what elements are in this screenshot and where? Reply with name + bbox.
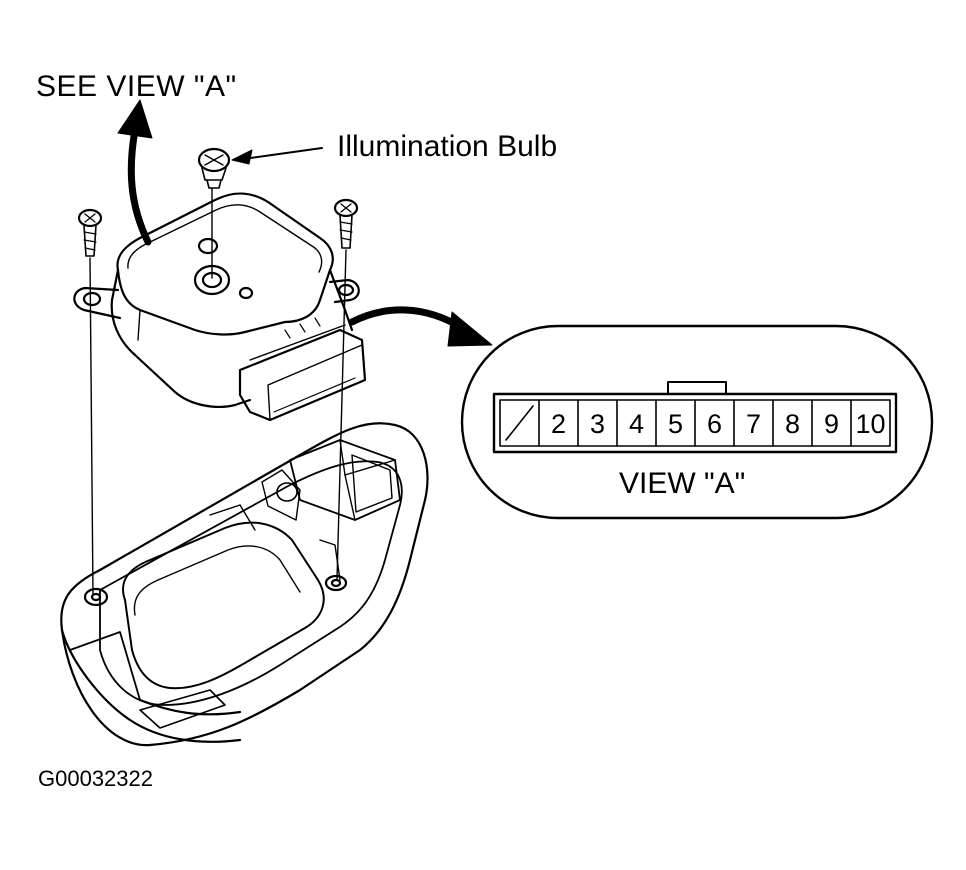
switch-housing (73, 192, 367, 422)
console-base (60, 422, 429, 747)
pin-number: 8 (785, 409, 800, 439)
pin-number: 2 (551, 409, 566, 439)
pin-number: 5 (668, 409, 683, 439)
see-view-arrow (117, 99, 153, 246)
bulb-arrowhead (231, 149, 253, 165)
illumination-bulb-label: Illumination Bulb (337, 130, 558, 163)
pin-number: 9 (824, 409, 839, 439)
pin-number: 3 (590, 409, 605, 439)
pin-number: 4 (629, 409, 644, 439)
see-view-label: SEE VIEW "A" (36, 70, 237, 103)
view-a-label: VIEW "A" (619, 467, 746, 500)
pin-blank-diagonal (505, 405, 534, 441)
figure-id: G00032322 (38, 766, 153, 791)
left-screw (77, 208, 103, 257)
pin-number: 10 (855, 409, 885, 439)
view-a-balloon (460, 324, 934, 520)
pin-number: 7 (746, 409, 761, 439)
bulb-screw (197, 147, 231, 189)
assembly-lines (89, 147, 347, 596)
right-screw (333, 198, 359, 249)
pin-number: 6 (707, 409, 722, 439)
detail-arrow (348, 306, 493, 347)
